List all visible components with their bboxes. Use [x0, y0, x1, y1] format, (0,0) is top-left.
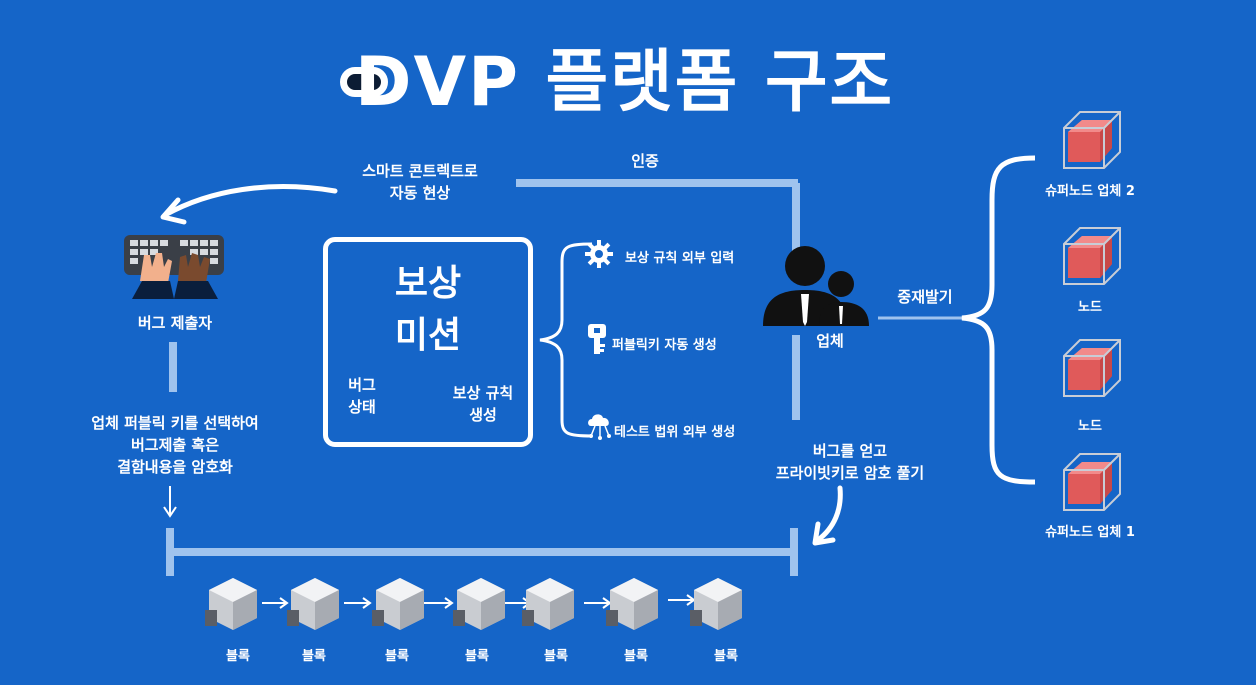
nodes-brace: [961, 155, 1036, 485]
reward-arrow: [162, 184, 338, 218]
cloud-network-icon: [588, 414, 611, 440]
reward-rule-generation-label: 보상 규칙 생성: [452, 384, 514, 424]
bug-reporter-label: 버그 제출자: [137, 314, 213, 332]
company-label: 업체: [816, 332, 844, 350]
logo-icon: [340, 67, 388, 97]
key-icon: [588, 324, 606, 354]
block-label: 블록: [226, 649, 250, 664]
test-scope-external-gen-label: 테스트 법위 외부 생성: [614, 425, 736, 440]
chain-bracket: [166, 528, 798, 576]
arbitration-label: 중재발기: [897, 288, 953, 306]
gear-icon: [585, 240, 613, 268]
node-a-label: 노드: [1078, 300, 1102, 315]
cube-icon: [1063, 227, 1121, 285]
auth-label: 인증: [631, 152, 659, 170]
block-icon: [372, 576, 428, 638]
keyboard-icon: [124, 235, 224, 299]
people-icon: [763, 246, 869, 326]
reward-mission-box: 보상 미션 버그 상태 보상 규칙 생성: [323, 237, 533, 447]
block-label: 블록: [544, 649, 568, 664]
block-icon: [453, 576, 509, 638]
title-area: DVP 플랫폼 구조: [0, 18, 1256, 118]
reward-rule-input-label: 보상 규칙 외부 입력: [625, 251, 735, 266]
block-label: 블록: [302, 649, 326, 664]
cube-icon: [1063, 339, 1121, 397]
block-icon: [690, 576, 746, 638]
cube-icon: [1063, 111, 1121, 169]
auth-line: [516, 179, 800, 420]
block-label: 블록: [624, 649, 648, 664]
block-icon: [287, 576, 343, 638]
encrypt-note: 업체 퍼블릭 키를 선택하여 버그제출 혹은 결함내용을 암호화: [91, 414, 259, 476]
bug-status-label: 버그 상태: [348, 376, 376, 416]
decrypt-arrow: [815, 485, 843, 543]
block-icon: [606, 576, 662, 638]
block-label: 블록: [714, 649, 738, 664]
public-key-auto-gen-label: 퍼블릭키 자동 생성: [612, 338, 717, 353]
cube-icon: [1063, 453, 1121, 511]
block-label: 블록: [385, 649, 409, 664]
supernode-2-label: 슈퍼노드 업체 2: [1045, 184, 1135, 199]
block-icon: [205, 576, 261, 638]
decrypt-note: 버그를 얻고 프라이빗키로 암호 풀기: [775, 442, 925, 482]
down-arrow: [163, 486, 177, 518]
block-label: 블록: [465, 649, 489, 664]
smart-contract-label: 스마트 콘트렉트로 자동 현상: [362, 162, 478, 202]
supernode-1-label: 슈퍼노드 업체 1: [1045, 525, 1135, 540]
block-icon: [522, 576, 578, 638]
mission-brace: [539, 242, 593, 438]
page-title: DVP 플랫폼 구조: [355, 43, 895, 122]
node-b-label: 노드: [1078, 419, 1102, 434]
mission-title: 보상 미션: [394, 263, 462, 356]
